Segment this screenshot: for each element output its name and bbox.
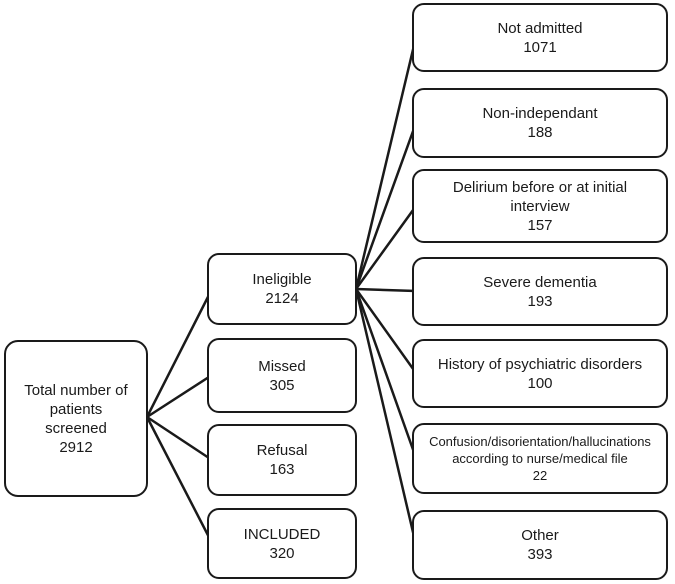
node-count: 157 (527, 216, 553, 234)
node-label: Delirium before or at initial interview (452, 178, 628, 215)
node-label: INCLUDED (243, 525, 321, 543)
node-label: Confusion/disorientation/hallucinations … (429, 434, 651, 466)
node-label: Missed (258, 357, 306, 375)
node-label: Severe dementia (483, 273, 597, 291)
node-count: 188 (527, 124, 553, 141)
node-label: Total number of patients screened (24, 381, 128, 437)
node-count: 320 (269, 544, 295, 562)
node-label: Refusal (256, 442, 308, 459)
node-confusion-disorientation: Confusion/disorientation/hallucinations … (412, 423, 668, 494)
node-label: Other (521, 527, 559, 544)
node-count: 2912 (59, 438, 93, 456)
node-count: 2124 (265, 290, 299, 307)
node-refusal: Refusal 163 (207, 424, 357, 496)
node-count: 305 (269, 376, 295, 394)
node-non-independant: Non-independant 188 (412, 88, 668, 158)
node-count: 393 (527, 546, 553, 563)
node-label: History of psychiatric disorders (437, 355, 643, 373)
node-not-admitted: Not admitted 1071 (412, 3, 668, 72)
node-count: 1071 (523, 38, 557, 56)
node-other: Other 393 (412, 510, 668, 580)
node-delirium: Delirium before or at initial interview … (412, 169, 668, 243)
node-count: 163 (269, 461, 295, 478)
node-ineligible: Ineligible 2124 (207, 253, 357, 325)
node-count: 22 (532, 468, 548, 483)
node-label: Not admitted (497, 19, 583, 37)
node-included: INCLUDED 320 (207, 508, 357, 579)
node-severe-dementia: Severe dementia 193 (412, 257, 668, 326)
node-missed: Missed 305 (207, 338, 357, 413)
node-psychiatric-disorders: History of psychiatric disorders 100 (412, 339, 668, 408)
node-count: 100 (527, 374, 553, 392)
node-total-screened: Total number of patients screened 2912 (4, 340, 148, 497)
node-count: 193 (527, 292, 553, 310)
node-label: Non-independant (482, 105, 598, 122)
node-label: Ineligible (252, 271, 312, 288)
